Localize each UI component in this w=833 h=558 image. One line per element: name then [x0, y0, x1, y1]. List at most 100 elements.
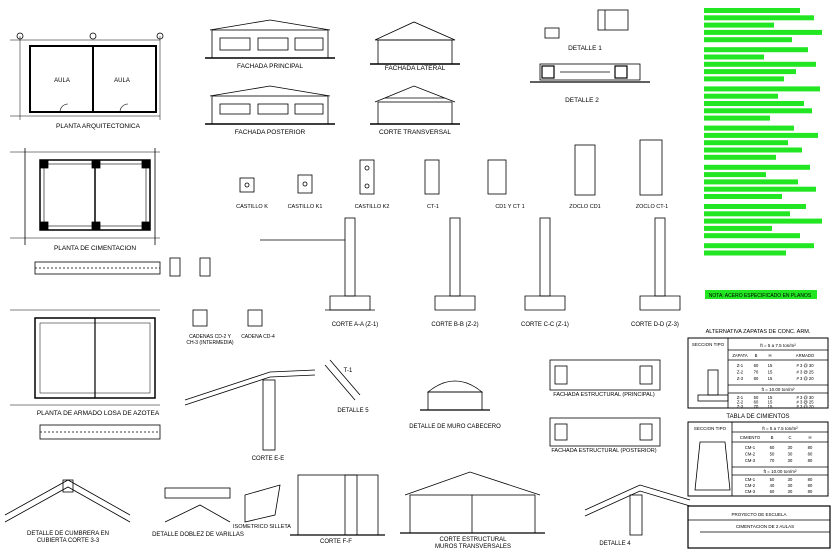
green-note-line — [704, 37, 792, 43]
cim-seccion-tipo: SECCION TIPO — [694, 426, 727, 431]
cimiento-cell: 50 — [770, 477, 775, 482]
zapata-cell: # 3 @ 25 — [796, 370, 814, 375]
green-note-line — [704, 225, 772, 231]
label-cadena-cd4: CADENA CD-4 — [241, 334, 275, 340]
zapata-cell: # 3 @ 20 — [796, 376, 814, 381]
green-note-line — [704, 61, 816, 67]
green-note-line — [704, 172, 766, 178]
planta-arquitectonica — [10, 32, 164, 120]
planta-cimentacion — [10, 148, 160, 245]
cimiento-cell: 60 — [770, 445, 775, 450]
cimiento-header: C — [788, 435, 791, 440]
detalle-4 — [584, 484, 691, 536]
green-note-line — [704, 86, 820, 92]
green-note-line — [704, 164, 810, 170]
zapata-cell: Z-2 — [737, 370, 744, 375]
zapata-cell: # 3 @ 30 — [796, 395, 814, 400]
green-note-line — [704, 54, 764, 60]
cimentacion-strip — [34, 257, 211, 277]
label-tabla-cimientos: TABLA DE CIMIENTOS — [726, 414, 789, 420]
zapata-cell: 15 — [768, 400, 773, 405]
corte-dd — [639, 217, 681, 311]
label-fachada-est-posterior: FACHADA ESTRUCTURAL (POSTERIOR) — [551, 448, 656, 454]
zapata-header: ARMADO — [796, 353, 815, 358]
green-note-line — [704, 243, 814, 249]
green-note-line — [704, 22, 774, 28]
label-detalle-1: DETALLE 1 — [568, 45, 602, 52]
zapata-header: ZAPATA — [732, 353, 748, 358]
label-green-banner: NOTA: ACERO ESPECIFICADO EN PLANOS — [709, 293, 812, 299]
zapata-header: H — [768, 353, 771, 358]
label-corte-ee: CORTE E-E — [252, 456, 285, 462]
cimiento-cell: CM-3 — [745, 489, 756, 494]
fachada-posterior — [205, 85, 335, 125]
cadenas — [192, 309, 263, 327]
green-note-line — [704, 101, 804, 106]
zapata-cell: 70 — [754, 404, 759, 409]
green-note-line — [704, 8, 800, 13]
table-cells: ZAPATA B H ARMADO Z-1 60 15 # 3 @ 30 Z-2 70 15 # 3 … — [732, 353, 815, 494]
label-aula-1: AULA — [54, 78, 70, 84]
cimiento-cell: 30 — [788, 477, 793, 482]
zap-seccion-tipo: SECCION TIPO — [692, 342, 725, 347]
label-corte-cc: CORTE C-C (Z-1) — [521, 322, 569, 328]
green-note-line — [704, 194, 782, 199]
zapata-cell: Z-3 — [737, 404, 744, 409]
label-castillo-k2: CASTILLO K2 — [355, 204, 390, 210]
label-fachada-lateral: FACHADA LATERAL — [385, 65, 446, 72]
label-cadenas-2: CH-3 (INTERMEDIA) — [186, 340, 234, 346]
doblez-varillas — [164, 487, 231, 523]
cimiento-cell: 30 — [788, 483, 793, 488]
label-fachada-principal: FACHADA PRINCIPAL — [237, 63, 303, 70]
green-note-line — [704, 211, 790, 217]
castillos — [239, 139, 663, 196]
label-detalle-5: DETALLE 5 — [337, 408, 369, 414]
zapata-cell: 15 — [768, 395, 773, 400]
cimiento-cell: CM-2 — [745, 483, 756, 488]
cimiento-cell: 80 — [808, 452, 813, 457]
zap-ft2: ft = 10.00 ton/m² — [762, 387, 795, 392]
zapata-cell: 15 — [768, 404, 773, 409]
label-t1: T-1 — [344, 368, 353, 374]
zapata-cell: Z-2 — [737, 400, 744, 405]
label-zoclo-ct1: ZOCLO CT-1 — [636, 204, 668, 210]
label-planta-cimentacion: PLANTA DE CIMENTACION — [54, 245, 136, 252]
zapata-header: B — [755, 353, 758, 358]
zapata-cell: # 3 @ 25 — [796, 400, 814, 405]
label-castillo-k1: CASTILLO K1 — [288, 204, 323, 210]
cim-ft2: ft = 10.00 ton/m² — [764, 469, 797, 474]
label-corte-ff: CORTE F-F — [320, 539, 352, 545]
cimiento-cell: 80 — [808, 458, 813, 463]
detalle-muro — [420, 380, 490, 411]
label-corte-estructural-2: MUROS TRANSVERSALES — [435, 544, 511, 550]
cimiento-cell: 80 — [808, 445, 813, 450]
label-ct1: CT-1 — [427, 204, 439, 210]
zapata-cell: 15 — [768, 370, 773, 375]
label-detalle-muro: DETALLE DE MURO CABECERO — [409, 424, 501, 430]
green-note-line — [704, 250, 786, 256]
zapata-cell: Z-1 — [737, 395, 744, 400]
cimiento-cell: CM-1 — [745, 477, 756, 482]
green-note-line — [704, 140, 788, 146]
label-zoclo-cd1: ZOCLO CD1 — [569, 204, 600, 210]
green-note-line — [704, 15, 814, 21]
zapata-cell: 50 — [754, 395, 759, 400]
cimiento-header: CIMIENTO — [740, 435, 761, 440]
label-corte-bb: CORTE B-B (Z-2) — [431, 322, 478, 328]
cimiento-cell: CM-2 — [745, 452, 756, 457]
fachada-estructural — [549, 359, 661, 447]
label-castillo-k: CASTILLO K — [236, 204, 268, 210]
cimiento-header: H — [808, 435, 811, 440]
detalle-1 — [544, 9, 629, 39]
label-detalle-2: DETALLE 2 — [565, 97, 599, 104]
green-note-line — [704, 132, 818, 138]
corte-cc — [524, 217, 566, 311]
corte-cubierta — [184, 359, 361, 451]
green-note-line — [704, 179, 798, 185]
zapata-cell: 60 — [754, 400, 759, 405]
label-alternativa: ALTERNATIVA ZAPATAS DE CONC. ARM. — [706, 329, 811, 335]
title-line-2: CIMENTACION DE 2 AULAS — [736, 524, 794, 529]
cimiento-header: B — [771, 435, 774, 440]
zapata-cell: Z-3 — [737, 376, 744, 381]
